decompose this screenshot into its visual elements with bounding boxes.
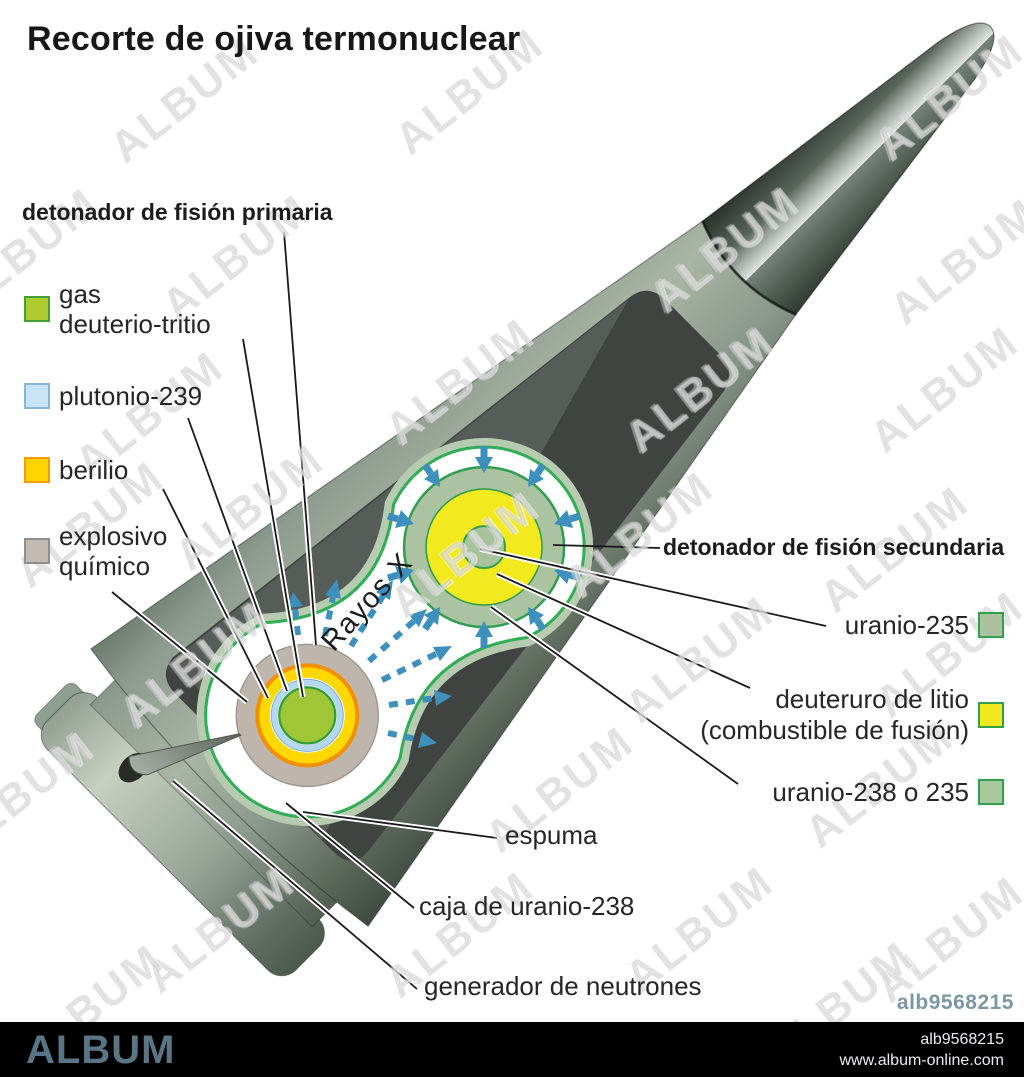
leader-generador [172, 780, 418, 990]
legend-item-explosivo: explosivo químico [24, 521, 167, 581]
legend-item-uranio238: uranio-238 o 235 [772, 777, 1004, 807]
leader-gas-dt [242, 338, 304, 698]
footer-bar: ALBUM alb9568215 www.album-online.com [0, 1022, 1024, 1077]
uranio235-swatch [978, 612, 1004, 638]
legend-label: deuteruro de litio (combustible de fusió… [700, 684, 969, 746]
leader-deuteruro [496, 573, 751, 689]
neutron-generator-rod [128, 733, 242, 776]
plutonio-swatch [24, 383, 50, 409]
nose-seam [701, 220, 797, 316]
leader-plutonio [187, 417, 288, 692]
berilio-swatch [24, 457, 50, 483]
dt-gas-core [278, 686, 337, 745]
album-logo: ALBUM [26, 1028, 176, 1072]
leader-primaria [283, 231, 317, 646]
compression-arrowheads [395, 457, 573, 637]
xray-arrowheads [287, 579, 452, 748]
leader-espuma [302, 811, 498, 839]
leader-lines [111, 231, 827, 990]
leader-explosivo [111, 591, 248, 703]
legend-line: deuterio-tritio [59, 309, 211, 339]
label-espuma: espuma [505, 820, 598, 850]
legend-label: berilio [59, 455, 129, 485]
legend-item-berilio: berilio [24, 455, 128, 485]
image-code-above-bar: alb9568215 [896, 991, 1014, 1014]
legend-label: uranio-235 [844, 610, 969, 640]
legend-item-uranio235: uranio-235 [845, 610, 1004, 640]
deuteruro-swatch [978, 702, 1004, 728]
leader-berilio [162, 488, 269, 699]
primary-stage [235, 643, 380, 788]
legend-line: (combustible de fusión) [700, 715, 969, 745]
label-secondary-detonator: detonador de fisión secundaria [663, 534, 1005, 560]
page-title: Recorte de ojiva termonuclear [27, 20, 521, 58]
leader-uranio235 [479, 548, 827, 627]
legend-item-plutonio: plutonio-239 [24, 381, 202, 411]
legend-label: plutonio-239 [59, 381, 203, 411]
leader-secundaria [552, 544, 661, 549]
leader-uranio238 [490, 606, 739, 785]
compression-arrows [386, 446, 582, 648]
legend-line: deuteruro de litio [775, 684, 969, 714]
legend-label: explosivo químico [59, 521, 167, 581]
legend-item-gas-dt: gas deuterio-tritio [24, 279, 211, 339]
footer-right-block: alb9568215 www.album-online.com [839, 1029, 1004, 1071]
footer-image-code: alb9568215 [920, 1031, 1004, 1048]
label-generador-neutrones: generador de neutrones [424, 971, 702, 1001]
xray-dashed-arrows [292, 594, 438, 743]
nose-cone [701, 22, 995, 316]
uranio238-swatch [978, 779, 1004, 805]
leader-caja [285, 802, 415, 909]
label-caja-uranio: caja de uranio-238 [419, 891, 635, 921]
gas-dt-swatch [24, 296, 50, 322]
label-primary-detonator: detonador de fisión primaria [22, 199, 333, 225]
legend-label: uranio-238 o 235 [772, 777, 969, 807]
legend-item-deuteruro: deuteruro de litio (combustible de fusió… [700, 684, 1004, 746]
legend-label: gas deuterio-tritio [59, 279, 211, 339]
legend-line: explosivo [59, 521, 168, 551]
explosivo-swatch [24, 538, 50, 564]
legend-line: químico [59, 551, 151, 581]
legend-line: gas [59, 279, 101, 309]
footer-website: www.album-online.com [839, 1052, 1004, 1069]
